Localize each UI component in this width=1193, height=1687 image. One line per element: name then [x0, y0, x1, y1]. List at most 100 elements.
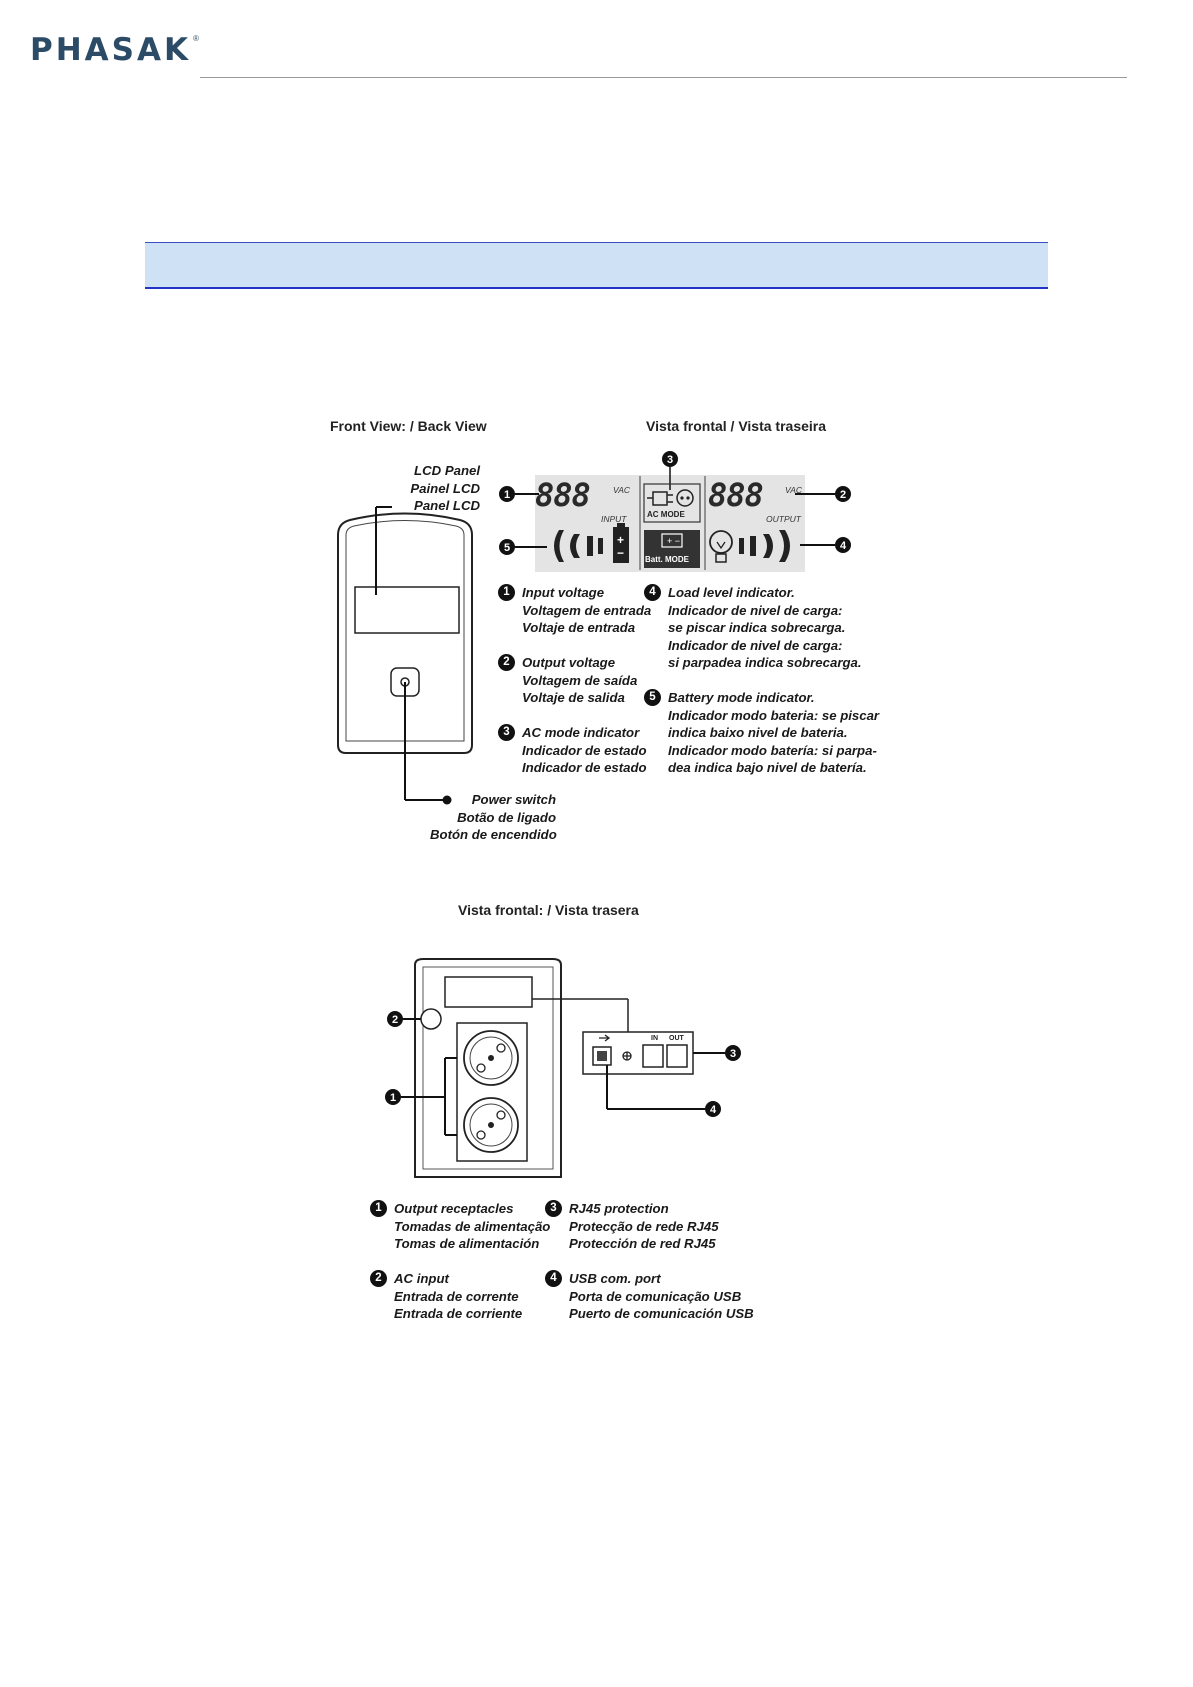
callout-line: Entrada de corriente [394, 1306, 523, 1321]
callout-line: se piscar indica sobrecarga. [668, 620, 846, 635]
svg-text:4: 4 [840, 540, 847, 552]
callout-usb-port: 4 USB com. port Porta de comunicação USB… [545, 1270, 754, 1323]
callout-rj45-protection: 3 RJ45 protection Protecção de rede RJ45… [545, 1200, 719, 1253]
callout-number: 1 [498, 584, 515, 601]
callout-line: Indicador modo batería: si parpa- [668, 742, 877, 758]
load-level-bars [739, 530, 790, 562]
callout-number: 1 [370, 1200, 387, 1217]
callout-line: Input voltage [522, 585, 605, 600]
power-switch-label-en: Power switch [471, 792, 556, 807]
callout-line: Load level indicator. [668, 585, 795, 600]
callout-line: indica baixo nivel de bateria. [668, 725, 848, 740]
header-divider [200, 77, 1127, 78]
ground-icon [622, 1051, 632, 1061]
callout-line: Voltagem de saída [522, 672, 638, 688]
svg-text:1: 1 [390, 1092, 396, 1104]
callout-line: Voltagem de entrada [522, 602, 652, 618]
callout-line: Indicador de estado [522, 742, 647, 758]
callout-line: Indicador modo bateria: se piscar [668, 707, 880, 723]
lcd-panel-label-pt: Painel LCD [410, 480, 480, 496]
callout-line: Porta de comunicação USB [569, 1288, 742, 1304]
output-vac-label: VAC [785, 485, 803, 495]
battery-level-bars [554, 530, 603, 562]
power-switch-label-pt: Botão de ligado [457, 809, 556, 825]
svg-text:1: 1 [504, 489, 510, 501]
rj45-out-port[interactable] [666, 1044, 688, 1068]
battery-icon [613, 523, 629, 563]
callout-battery-mode: 5 Battery mode indicator. Indicador modo… [644, 689, 879, 777]
callout-line: Tomas de alimentación [394, 1236, 540, 1251]
callout-line: Voltaje de entrada [522, 620, 636, 635]
svg-text:+ −: + − [667, 536, 680, 546]
lcd-panel-label: LCD Panel Painel LCD Panel LCD [400, 462, 480, 515]
logo-text: PHASAK [30, 32, 191, 68]
callout-line: AC input [394, 1271, 449, 1286]
ups-front-illustration [337, 506, 473, 805]
socket-icon [463, 1030, 519, 1086]
callout-line: AC mode indicator [522, 725, 640, 740]
callout-line: Entrada de corrente [394, 1288, 519, 1304]
port-out-label: OUT [669, 1035, 684, 1042]
ac-input-icon [420, 1008, 442, 1030]
svg-text:2: 2 [840, 489, 846, 501]
callout-line: RJ45 protection [569, 1201, 669, 1216]
lcd-display-diagram: 1 2 3 5 4 + − [499, 451, 851, 572]
lcd-panel-label-en: LCD Panel [414, 463, 480, 478]
plug-icon [647, 491, 673, 506]
callout-number: 3 [498, 724, 515, 741]
back-caption: Vista frontal: / Vista trasera [458, 902, 639, 918]
section-heading-bar [145, 242, 1048, 289]
output-label: OUTPUT [766, 514, 801, 524]
rj45-in-port[interactable] [642, 1044, 664, 1068]
callout-ac-input: 2 AC input Entrada de corrente Entrada d… [370, 1270, 522, 1323]
batt-mode-label: Batt. MODE [645, 555, 689, 564]
input-vac-label: VAC [613, 485, 631, 495]
output-voltage-digits: 888 [708, 476, 764, 514]
callout-number: 2 [498, 654, 515, 671]
power-switch-label: Power switch Botão de ligado Botón de en… [430, 791, 557, 844]
socket-icon [463, 1097, 519, 1153]
front-caption-left: Front View: / Back View [330, 418, 487, 434]
input-voltage-digits: 888 [535, 476, 591, 514]
svg-text:3: 3 [667, 454, 673, 466]
bulb-icon [709, 530, 733, 563]
power-switch-label-es: Botón de encendido [430, 827, 557, 842]
callout-load-level: 4 Load level indicator. Indicador de niv… [644, 584, 862, 672]
callout-line: USB com. port [569, 1271, 661, 1286]
port-in-label: IN [651, 1035, 658, 1042]
svg-text:3: 3 [730, 1048, 736, 1060]
ac-mode-label: AC MODE [647, 510, 685, 519]
callout-output-voltage: 2 Output voltage Voltagem de saída Volta… [498, 654, 637, 707]
svg-text:4: 4 [710, 1104, 717, 1116]
svg-text:5: 5 [504, 542, 510, 554]
callout-line: Protecção de rede RJ45 [569, 1218, 719, 1234]
callout-line: Indicador de nivel de carga: [668, 637, 843, 653]
callout-line: si parpadea indica sobrecarga. [668, 655, 862, 670]
ups-back-illustration: 2 1 3 4 [385, 958, 741, 1178]
battery-plus-sign: + [617, 533, 625, 547]
front-caption-right: Vista frontal / Vista traseira [646, 418, 827, 434]
callout-line: Tomadas de alimentação [394, 1218, 551, 1234]
callout-line: dea indica bajo nivel de batería. [668, 760, 867, 775]
callout-line: Battery mode indicator. [668, 690, 815, 705]
callout-number: 4 [644, 584, 661, 601]
callout-number: 2 [370, 1270, 387, 1287]
callout-line: Puerto de comunicación USB [569, 1306, 754, 1321]
callout-line: Protección de red RJ45 [569, 1236, 716, 1251]
lcd-panel-label-es: Panel LCD [414, 498, 480, 513]
callout-output-receptacles: 1 Output receptacles Tomadas de alimenta… [370, 1200, 550, 1253]
svg-text:2: 2 [392, 1014, 398, 1026]
callout-line: Indicador de nivel de carga: [668, 602, 843, 618]
callout-line: Indicador de estado [522, 760, 647, 775]
lcd-screen [354, 586, 460, 634]
battery-minus-sign: − [617, 546, 625, 560]
callout-number: 5 [644, 689, 661, 706]
callout-input-voltage: 1 Input voltage Voltagem de entrada Volt… [498, 584, 651, 637]
input-label: INPUT [601, 514, 627, 524]
logo-registered-mark: ® [193, 33, 199, 43]
callout-line: Output receptacles [394, 1201, 514, 1216]
callout-number: 4 [545, 1270, 562, 1287]
callout-line: Output voltage [522, 655, 616, 670]
socket-icon [676, 489, 694, 507]
callout-number: 3 [545, 1200, 562, 1217]
